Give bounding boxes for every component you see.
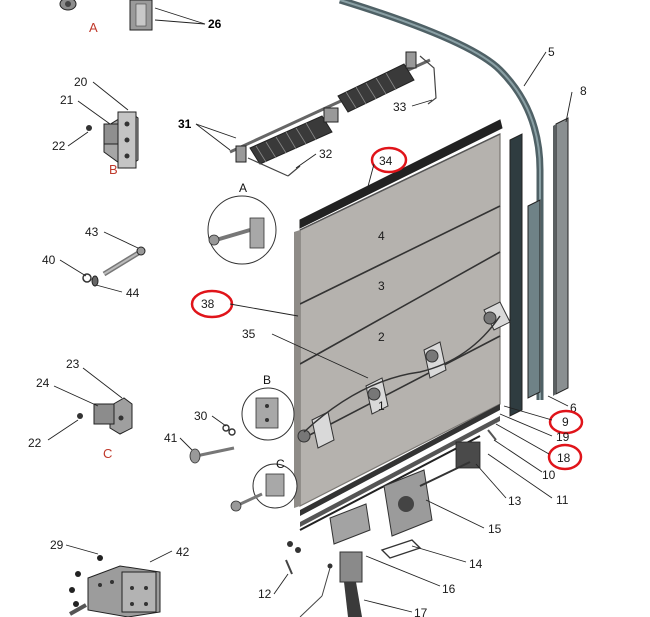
detail-circle-c — [230, 463, 298, 512]
highlight-circle-34 — [370, 146, 408, 174]
detail-label-c: C — [276, 457, 285, 471]
callout-32: 32 — [319, 147, 333, 161]
detail-circle-b — [241, 387, 295, 441]
callout-44: 44 — [126, 286, 140, 300]
callout-43: 43 — [85, 225, 99, 239]
highlight-circle-18 — [547, 443, 583, 471]
callout-20: 20 — [74, 75, 88, 89]
callout-8: 8 — [580, 84, 587, 98]
callout-38: 38 — [201, 297, 215, 311]
panel-label-1: 1 — [378, 399, 385, 413]
callout-14: 14 — [469, 557, 483, 571]
roller-43 — [82, 246, 146, 287]
callout-21: 21 — [60, 93, 74, 107]
callout-6: 6 — [570, 401, 577, 415]
hinge-c — [77, 397, 133, 435]
leader-26 — [154, 7, 206, 25]
panel-label-4: 4 — [378, 229, 385, 243]
callout-22-bottom: 22 — [28, 436, 42, 450]
callout-10: 10 — [542, 468, 556, 482]
callout-31: 31 — [178, 117, 192, 131]
callout-9: 9 — [562, 415, 569, 429]
panel-hinges — [297, 301, 511, 449]
hinge-b — [86, 111, 139, 169]
callout-23: 23 — [66, 357, 80, 371]
highlight-circle-9 — [548, 409, 584, 435]
panel-label-2: 2 — [378, 330, 385, 344]
detail-label-b: B — [263, 373, 271, 387]
callout-16: 16 — [442, 582, 456, 596]
bottom-rails — [299, 404, 500, 531]
callout-11: 11 — [556, 493, 569, 507]
callout-17: 17 — [414, 606, 428, 617]
callout-24: 24 — [36, 376, 50, 390]
hinge-fragment-a — [59, 0, 153, 31]
callout-34: 34 — [379, 154, 393, 168]
lock-mechanism — [329, 429, 497, 617]
callout-29: 29 — [50, 538, 64, 552]
callout-40: 40 — [42, 253, 56, 267]
callout-41: 41 — [164, 431, 178, 445]
callout-5: 5 — [548, 45, 555, 59]
sublabel-b-red: B — [109, 162, 118, 177]
callout-30: 30 — [194, 409, 208, 423]
callout-22-top: 22 — [52, 139, 66, 153]
callout-13: 13 — [508, 494, 522, 508]
spring-assembly — [229, 51, 437, 177]
parts-30-41 — [189, 424, 236, 464]
panel-label-3: 3 — [378, 279, 385, 293]
vertical-track — [338, 0, 544, 417]
callout-12: 12 — [258, 587, 272, 601]
callout-33: 33 — [393, 100, 407, 114]
callout-15: 15 — [488, 522, 502, 536]
bottom-bracket — [69, 555, 161, 617]
callout-35: 35 — [242, 327, 256, 341]
door-panels — [294, 119, 503, 508]
callout-19: 19 — [556, 430, 570, 444]
callout-18: 18 — [557, 451, 571, 465]
sublabel-a-red: A — [89, 20, 98, 35]
small-parts-12 — [285, 541, 333, 617]
detail-circle-a — [207, 195, 277, 265]
callout-42: 42 — [176, 545, 190, 559]
sublabel-c-red: C — [103, 446, 112, 461]
callout-26: 26 — [208, 17, 222, 31]
detail-label-a: A — [239, 181, 247, 195]
side-seal — [553, 117, 569, 396]
